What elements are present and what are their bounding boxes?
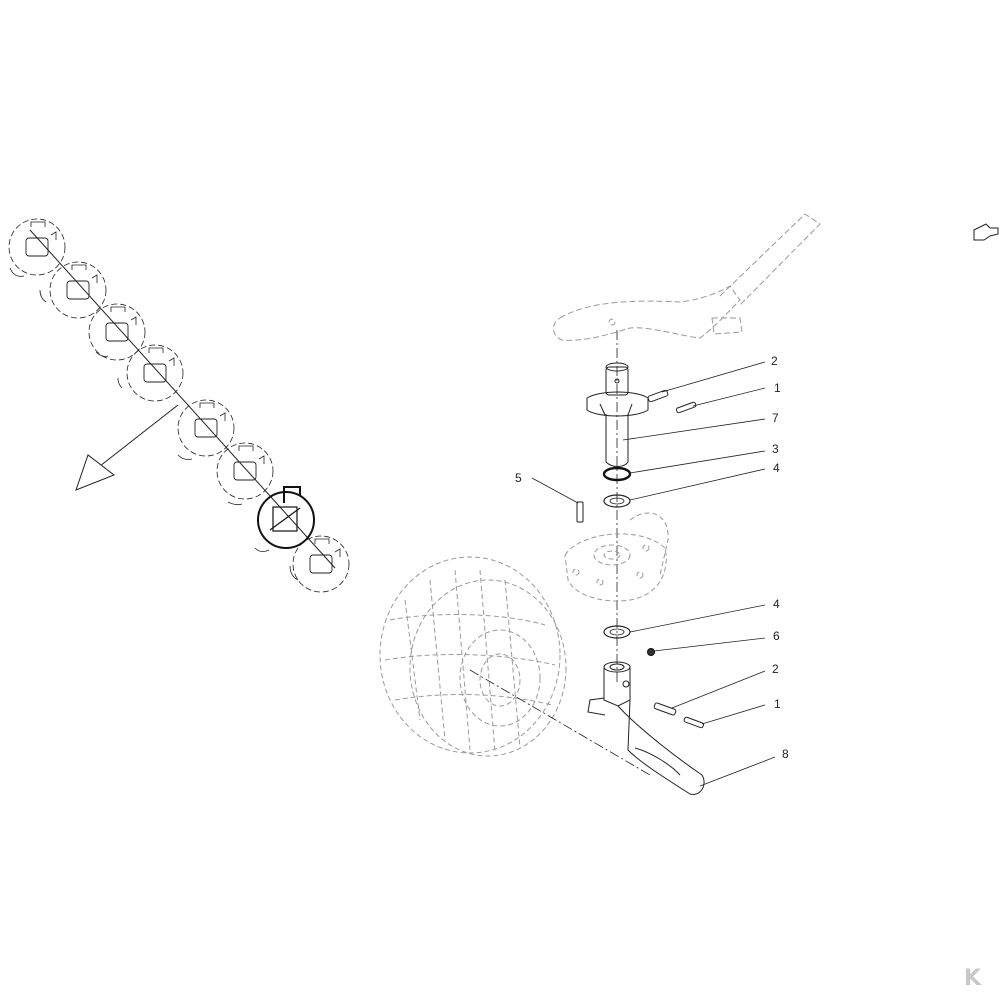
washer-4-upper bbox=[603, 494, 631, 508]
swivel-pivot-7 bbox=[586, 362, 649, 467]
callout-1-lower: 1 bbox=[774, 697, 781, 711]
callout-6: 6 bbox=[773, 629, 780, 643]
callout-2-lower: 2 bbox=[772, 662, 779, 676]
roll-pin-1-upper bbox=[675, 401, 697, 414]
callout-7: 7 bbox=[772, 411, 779, 425]
callout-2-upper: 2 bbox=[771, 354, 778, 368]
leader-lines bbox=[531, 361, 776, 787]
spring-pin-2-upper bbox=[647, 389, 669, 403]
callout-3: 3 bbox=[772, 442, 779, 456]
mower-layout-diagram bbox=[8, 218, 350, 593]
spring-pin-2-lower bbox=[653, 702, 677, 716]
roll-pin-1-lower bbox=[683, 716, 705, 729]
circlip-3 bbox=[602, 466, 632, 482]
callout-4-lower: 4 bbox=[773, 597, 780, 611]
brand-logo: K bbox=[964, 966, 982, 991]
callout-4-upper: 4 bbox=[773, 461, 780, 475]
pointer-hand-icon bbox=[973, 223, 999, 241]
callout-5: 5 bbox=[515, 471, 522, 485]
frame-arm bbox=[553, 213, 821, 341]
callout-1-upper: 1 bbox=[774, 381, 781, 395]
key-5 bbox=[576, 501, 584, 523]
wheel-outline bbox=[379, 556, 567, 757]
grease-nipple-6 bbox=[647, 648, 655, 656]
callout-8: 8 bbox=[782, 747, 789, 761]
wheel-housing bbox=[564, 512, 669, 602]
wheel-fork-8 bbox=[587, 661, 705, 795]
